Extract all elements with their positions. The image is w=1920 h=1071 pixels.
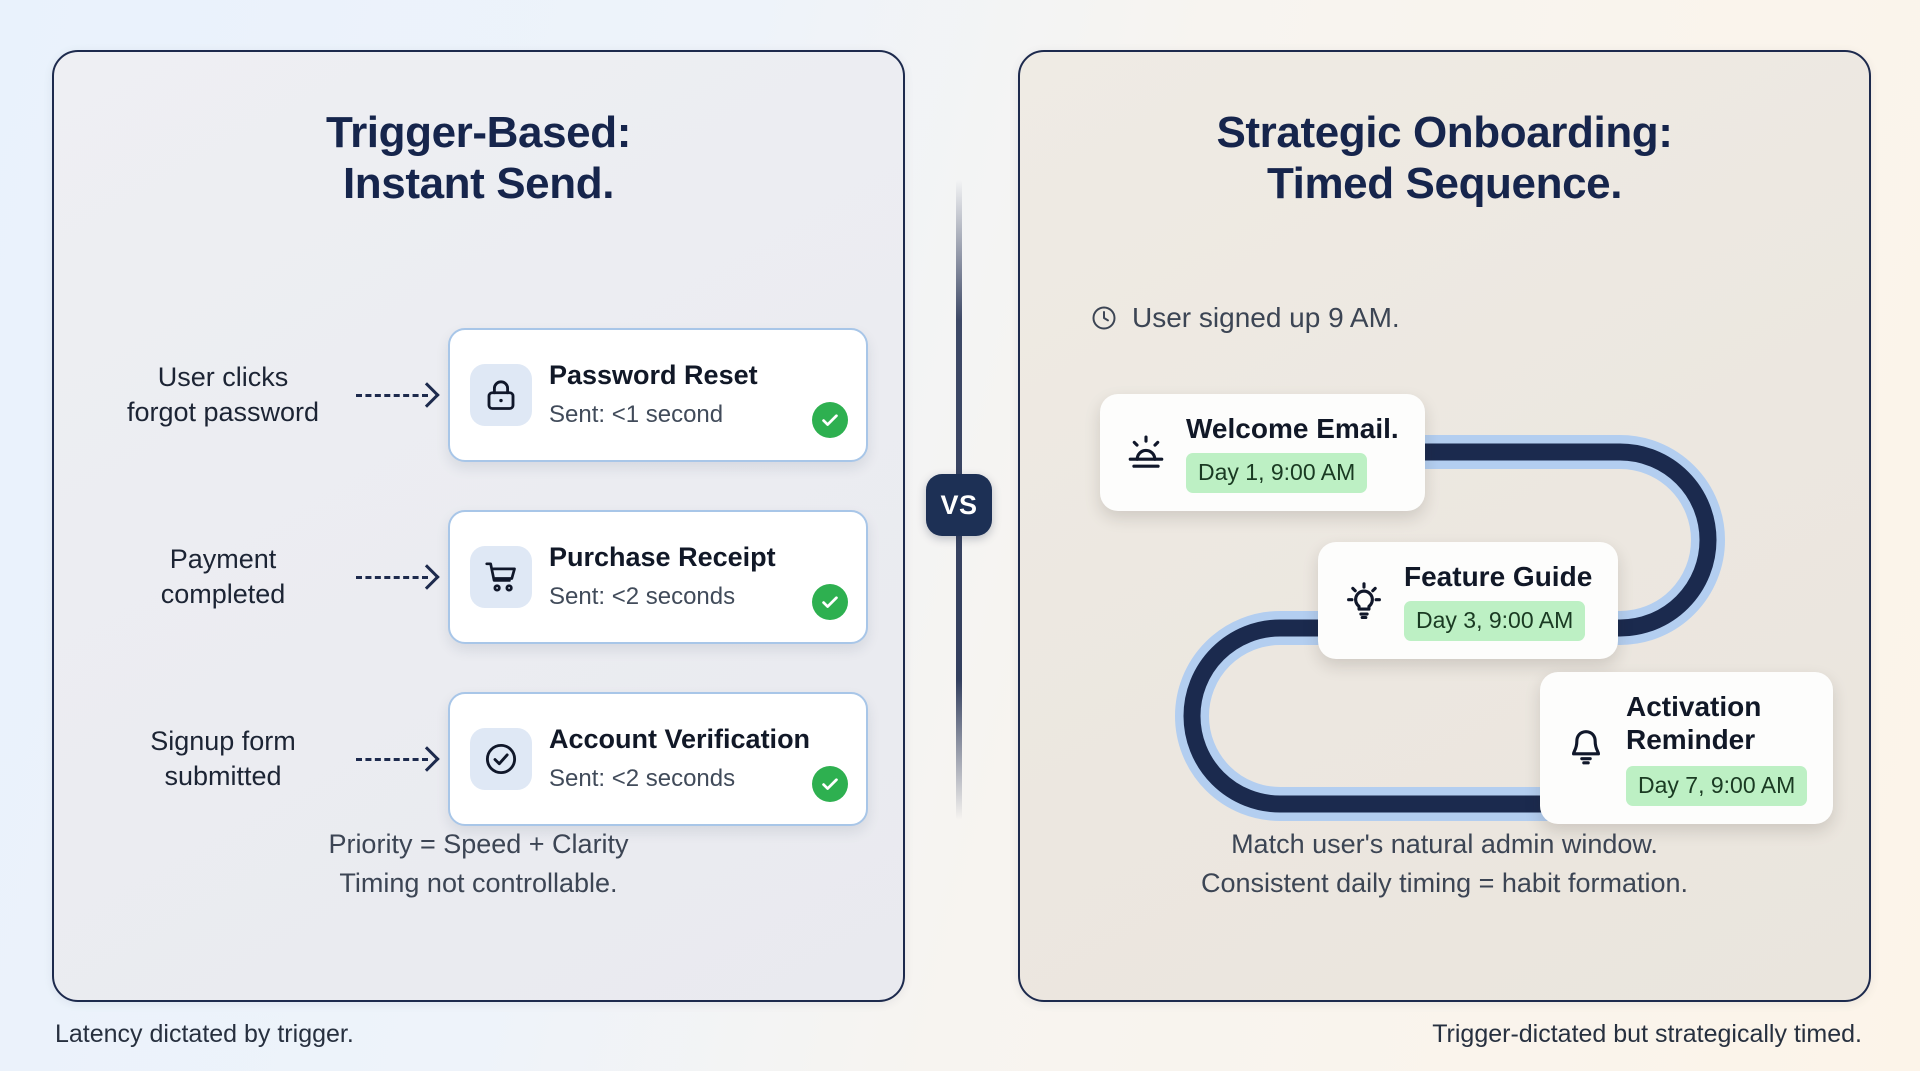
lightbulb-icon (1340, 579, 1388, 623)
panel-right-footnote: Match user's natural admin window.Consis… (1201, 829, 1688, 898)
trigger-card[interactable]: Password Reset Sent: <1 second (448, 327, 868, 462)
check-circle-icon (812, 765, 848, 802)
dashed-arrow-icon (356, 381, 448, 408)
check-circle-outline-icon (470, 727, 532, 790)
sequence-card-schedule-pill: Day 3, 9:00 AM (1404, 601, 1586, 642)
sequence-card-schedule-pill: Day 7, 9:00 AM (1626, 766, 1808, 807)
trigger-card-subtitle: Sent: <1 second (549, 400, 724, 428)
lock-icon (470, 363, 532, 426)
panel-right-title: Strategic Onboarding:Timed Sequence. (1216, 108, 1673, 209)
panel-strategic-onboarding: Strategic Onboarding:Timed Sequence. Use… (1018, 50, 1871, 1002)
vs-badge: VS (926, 474, 992, 536)
trigger-card-subtitle: Sent: <2 seconds (549, 764, 736, 792)
bell-icon (1562, 726, 1610, 770)
signup-note: User signed up 9 AM. (1090, 302, 1400, 334)
sequence-card-title: Feature Guide (1404, 561, 1593, 592)
sequence-card-title: Welcome Email. (1186, 413, 1399, 444)
trigger-card-title: Account Verification (549, 724, 811, 755)
caption-right: Trigger-dictated but strategically timed… (1432, 1020, 1862, 1048)
trigger-card[interactable]: Purchase Receipt Sent: <2 seconds (448, 509, 868, 644)
trigger-card-title: Password Reset (549, 360, 758, 391)
sequence-card[interactable]: Feature Guide Day 3, 9:00 AM (1318, 542, 1619, 660)
dashed-arrow-icon (356, 563, 448, 590)
dashed-arrow-icon (356, 745, 448, 772)
trigger-card[interactable]: Account Verification Sent: <2 seconds (448, 691, 868, 826)
signup-note-text: User signed up 9 AM. (1132, 302, 1400, 333)
caption-left: Latency dictated by trigger. (55, 1020, 354, 1048)
trigger-card-subtitle: Sent: <2 seconds (549, 582, 736, 610)
sequence-card-schedule-pill: Day 1, 9:00 AM (1186, 453, 1368, 494)
trigger-card-title: Purchase Receipt (549, 542, 776, 573)
clock-icon (1090, 304, 1118, 332)
sunrise-icon (1122, 431, 1170, 475)
check-circle-icon (812, 401, 848, 438)
sequence-card[interactable]: Welcome Email. Day 1, 9:00 AM (1100, 394, 1425, 512)
panel-left-title: Trigger-Based:Instant Send. (326, 108, 631, 209)
shopping-cart-icon (470, 545, 532, 608)
check-circle-icon (812, 583, 848, 620)
